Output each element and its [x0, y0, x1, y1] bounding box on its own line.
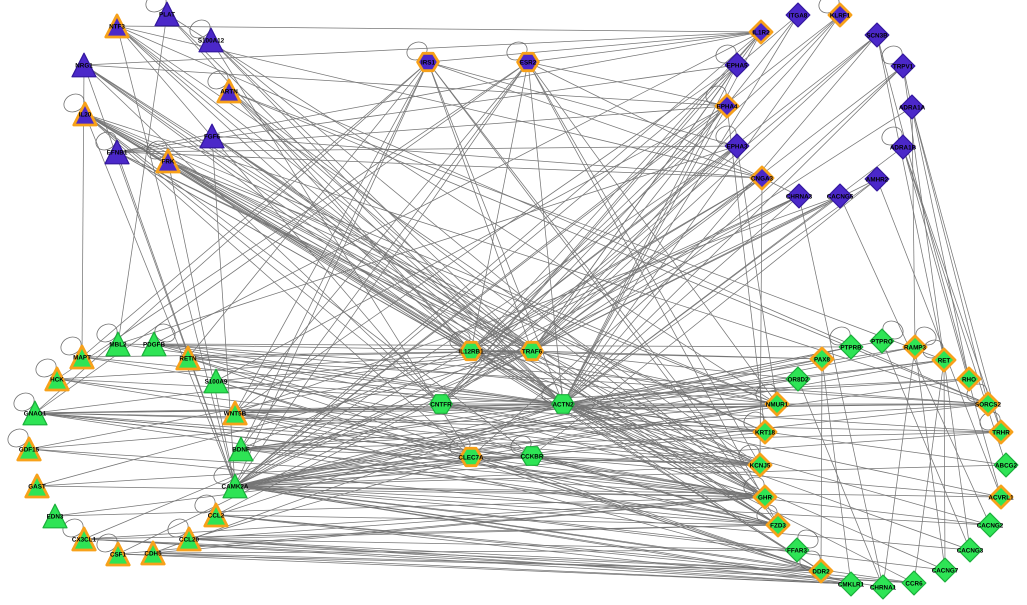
- svg-text:IL20: IL20: [79, 112, 92, 119]
- svg-text:ARTN: ARTN: [220, 89, 238, 96]
- svg-text:KCNJ5: KCNJ5: [750, 463, 771, 470]
- svg-text:CACNG7: CACNG7: [932, 568, 959, 575]
- svg-text:HCK: HCK: [50, 377, 64, 384]
- svg-text:FRK: FRK: [162, 159, 175, 166]
- svg-text:IL1R2: IL1R2: [752, 30, 770, 37]
- svg-text:KRT18: KRT18: [755, 430, 775, 437]
- svg-text:ACTN2: ACTN2: [553, 402, 574, 409]
- svg-text:GHR: GHR: [758, 495, 772, 502]
- svg-text:NMUR1: NMUR1: [766, 402, 789, 409]
- svg-text:ADRA1B: ADRA1B: [890, 145, 917, 152]
- svg-text:ADRA1A: ADRA1A: [899, 105, 926, 112]
- svg-text:GAST: GAST: [28, 484, 46, 491]
- svg-text:IL12RB1: IL12RB1: [458, 349, 484, 356]
- svg-text:CACNG2: CACNG2: [977, 523, 1004, 530]
- svg-text:CCKBR: CCKBR: [521, 454, 544, 461]
- svg-text:TRPV1: TRPV1: [893, 64, 914, 71]
- svg-text:ABCG2: ABCG2: [995, 463, 1018, 470]
- svg-text:CNGA3: CNGA3: [751, 176, 774, 183]
- svg-text:TRHR: TRHR: [992, 430, 1010, 437]
- svg-text:CCL20: CCL20: [179, 537, 199, 544]
- svg-text:CMKLR1: CMKLR1: [838, 582, 865, 589]
- svg-text:PTPRO: PTPRO: [871, 339, 893, 346]
- svg-text:EPHA5: EPHA5: [727, 63, 748, 70]
- svg-text:CSF1: CSF1: [110, 552, 127, 559]
- svg-text:RAMP3: RAMP3: [904, 345, 927, 352]
- svg-text:CCR6: CCR6: [905, 581, 923, 588]
- svg-text:SCN3B: SCN3B: [866, 33, 888, 40]
- svg-text:GNAO1: GNAO1: [24, 411, 47, 418]
- svg-text:NRG1: NRG1: [75, 63, 93, 70]
- svg-text:PDGFB: PDGFB: [143, 342, 165, 349]
- svg-text:RHO: RHO: [962, 377, 976, 384]
- svg-text:SORCS2: SORCS2: [975, 402, 1001, 409]
- svg-text:CACNG5: CACNG5: [827, 194, 854, 201]
- svg-text:FGF6: FGF6: [204, 134, 221, 141]
- svg-text:PAX8: PAX8: [814, 357, 830, 364]
- svg-text:KLRF1: KLRF1: [830, 13, 851, 20]
- svg-text:BDNF: BDNF: [232, 447, 250, 454]
- svg-text:MBL2: MBL2: [109, 342, 127, 349]
- svg-text:RETN: RETN: [179, 356, 197, 363]
- svg-text:MAPT: MAPT: [73, 355, 91, 362]
- svg-text:ITGA8: ITGA8: [789, 13, 808, 20]
- svg-text:AMHR2: AMHR2: [866, 177, 889, 184]
- svg-text:CDH5: CDH5: [144, 551, 162, 558]
- svg-text:ACVRL1: ACVRL1: [988, 495, 1014, 502]
- svg-text:DDR2: DDR2: [812, 569, 830, 576]
- svg-text:CHRNA1: CHRNA1: [870, 585, 897, 592]
- svg-text:EPHA3: EPHA3: [727, 144, 748, 151]
- svg-text:IRS1: IRS1: [421, 60, 435, 67]
- svg-text:CNTFR: CNTFR: [430, 402, 452, 409]
- svg-text:S100A9: S100A9: [205, 379, 228, 386]
- svg-text:CHRNA3: CHRNA3: [786, 194, 813, 201]
- svg-text:EPHA4: EPHA4: [717, 104, 738, 111]
- svg-text:NTF3: NTF3: [109, 24, 125, 31]
- svg-text:ESR2: ESR2: [520, 60, 537, 67]
- svg-text:OR8D2: OR8D2: [788, 377, 809, 384]
- svg-text:TRAF6: TRAF6: [522, 349, 543, 356]
- svg-text:FZD3: FZD3: [770, 523, 786, 530]
- svg-text:CLEC7A: CLEC7A: [458, 455, 484, 462]
- svg-text:PTPRB: PTPRB: [840, 345, 862, 352]
- svg-text:RET: RET: [938, 358, 951, 365]
- svg-text:EDN3: EDN3: [47, 514, 64, 521]
- svg-text:WNT5B: WNT5B: [224, 411, 247, 418]
- svg-text:EFNB1: EFNB1: [107, 150, 128, 157]
- svg-text:CAMK2A: CAMK2A: [222, 484, 249, 491]
- svg-text:CX3CL1: CX3CL1: [72, 537, 97, 544]
- svg-text:FFAR3: FFAR3: [787, 548, 807, 555]
- svg-text:CCL2: CCL2: [208, 513, 225, 520]
- svg-text:S100A12: S100A12: [198, 38, 225, 45]
- svg-text:CACNG3: CACNG3: [957, 548, 984, 555]
- svg-text:GDF15: GDF15: [19, 447, 40, 454]
- svg-text:PLAT: PLAT: [159, 12, 175, 19]
